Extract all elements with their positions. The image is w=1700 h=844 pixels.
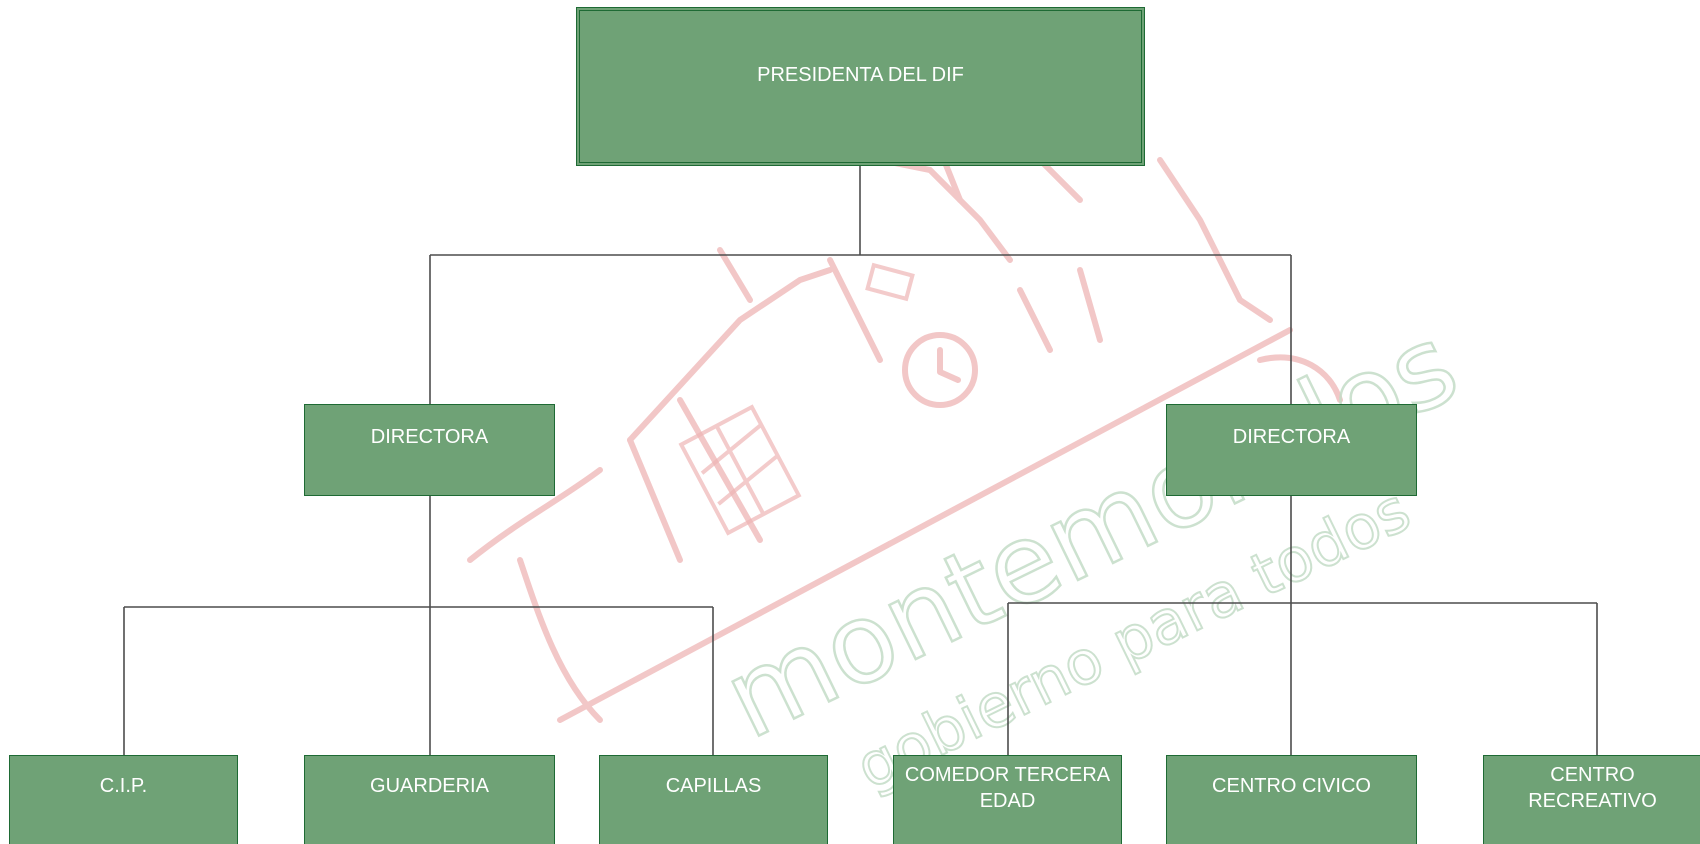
unit-box-capillas: CAPILLAS [599, 755, 828, 844]
unit-box-guarderia: GUARDERIA [304, 755, 555, 844]
unit-comedor-label: COMEDOR TERCERA EDAD [904, 764, 1111, 812]
directora-right-label: DIRECTORA [1232, 426, 1351, 448]
unit-box-centro-recreativo: CENTRO RECREATIVO [1483, 755, 1700, 844]
directora-box-left: DIRECTORA [304, 404, 555, 496]
presidenta-label: PRESIDENTA DEL DIF [757, 64, 964, 86]
unit-cip-label: C.I.P. [99, 775, 148, 797]
unit-box-comedor-tercera-edad: COMEDOR TERCERA EDAD [893, 755, 1122, 844]
unit-box-cip: C.I.P. [9, 755, 238, 844]
unit-guarderia-label: GUARDERIA [370, 775, 489, 797]
directora-left-label: DIRECTORA [370, 426, 489, 448]
unit-centro-recreativo-label: CENTRO RECREATIVO [1528, 764, 1657, 812]
unit-box-centro-civico: CENTRO CIVICO [1166, 755, 1417, 844]
unit-capillas-label: CAPILLAS [665, 775, 762, 797]
unit-centro-civico-label: CENTRO CIVICO [1212, 775, 1371, 797]
directora-box-right: DIRECTORA [1166, 404, 1417, 496]
presidenta-box: PRESIDENTA DEL DIF [576, 7, 1145, 166]
